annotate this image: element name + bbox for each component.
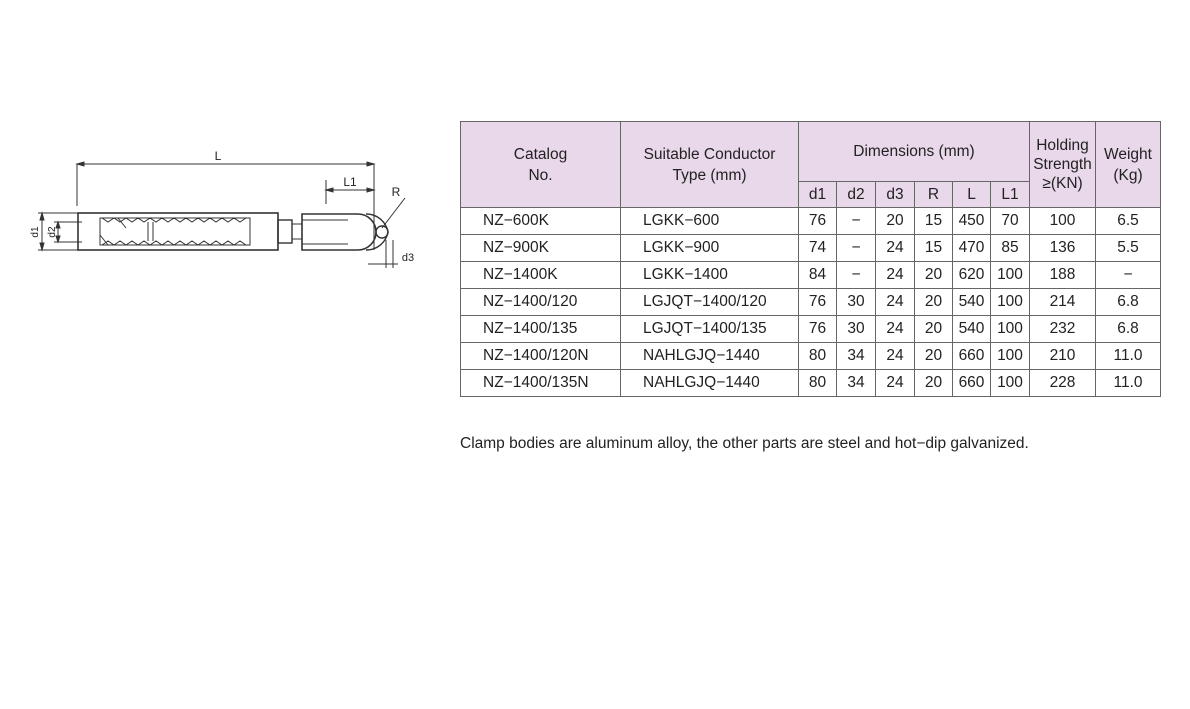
table-cell: 100 [990, 261, 1030, 289]
table-cell: 85 [990, 234, 1030, 262]
table-cell: 24 [875, 288, 915, 316]
table-cell: 74 [798, 234, 837, 262]
table-cell: 620 [952, 261, 991, 289]
table-cell: LGKK−600 [620, 207, 799, 235]
table-cell: 100 [990, 369, 1030, 397]
table-cell: 6.8 [1095, 315, 1161, 343]
table-cell: NAHLGJQ−1440 [620, 342, 799, 370]
table-cell: NZ−1400K [460, 261, 621, 289]
table-cell: 540 [952, 315, 991, 343]
table-cell: NZ−1400/135N [460, 369, 621, 397]
table-cell: 20 [914, 342, 953, 370]
table-cell: 76 [798, 288, 837, 316]
table-cell: 11.0 [1095, 342, 1161, 370]
table-cell: 214 [1029, 288, 1096, 316]
header-d2: d2 [836, 181, 876, 208]
table-cell: 660 [952, 369, 991, 397]
table-cell: − [836, 207, 876, 235]
label-radius: R [392, 185, 401, 199]
header-r: R [914, 181, 953, 208]
clamp-drawing: L L1 R d1 d2 d3 [30, 149, 414, 268]
table-cell: 210 [1029, 342, 1096, 370]
header-d3: d3 [875, 181, 915, 208]
table-cell: 20 [875, 207, 915, 235]
label-d3: d3 [402, 252, 414, 264]
table-cell: 540 [952, 288, 991, 316]
table-cell: 76 [798, 315, 837, 343]
table-cell: 100 [990, 342, 1030, 370]
material-note: Clamp bodies are aluminum alloy, the oth… [460, 435, 1029, 452]
table-cell: 84 [798, 261, 837, 289]
table-cell: 188 [1029, 261, 1096, 289]
table-cell: 76 [798, 207, 837, 235]
table-cell: 470 [952, 234, 991, 262]
table-cell: NZ−1400/120 [460, 288, 621, 316]
table-cell: 450 [952, 207, 991, 235]
table-cell: NZ−600K [460, 207, 621, 235]
table-cell: 15 [914, 234, 953, 262]
table-cell: 660 [952, 342, 991, 370]
table-cell: 15 [914, 207, 953, 235]
table-cell: NZ−1400/120N [460, 342, 621, 370]
header-d1: d1 [798, 181, 837, 208]
table-cell: − [836, 234, 876, 262]
table-cell: 34 [836, 369, 876, 397]
table-cell: NZ−1400/135 [460, 315, 621, 343]
header-l1: L1 [990, 181, 1030, 208]
table-cell: 24 [875, 234, 915, 262]
table-cell: 20 [914, 288, 953, 316]
table-cell: 228 [1029, 369, 1096, 397]
table-cell: 136 [1029, 234, 1096, 262]
table-cell: 20 [914, 315, 953, 343]
table-cell: 6.8 [1095, 288, 1161, 316]
table-cell: LGJQT−1400/120 [620, 288, 799, 316]
table-cell: LGKK−1400 [620, 261, 799, 289]
table-cell: 6.5 [1095, 207, 1161, 235]
table-cell: 24 [875, 342, 915, 370]
label-overall-length: L [215, 149, 222, 163]
header-l: L [952, 181, 991, 208]
table-cell: 100 [1029, 207, 1096, 235]
table-cell: 20 [914, 369, 953, 397]
table-cell: 30 [836, 288, 876, 316]
table-cell: 80 [798, 342, 837, 370]
table-cell: 100 [990, 288, 1030, 316]
table-cell: NAHLGJQ−1440 [620, 369, 799, 397]
table-cell: − [836, 261, 876, 289]
header-weight: Weight(Kg) [1095, 121, 1161, 208]
table-cell: 70 [990, 207, 1030, 235]
table-cell: 24 [875, 369, 915, 397]
table-cell: NZ−900K [460, 234, 621, 262]
table-cell: 30 [836, 315, 876, 343]
table-cell: − [1095, 261, 1161, 289]
table-cell: LGJQT−1400/135 [620, 315, 799, 343]
header-dimensions: Dimensions (mm) [798, 121, 1030, 182]
table-cell: 20 [914, 261, 953, 289]
table-cell: LGKK−900 [620, 234, 799, 262]
label-d2: d2 [47, 226, 58, 238]
table-cell: 100 [990, 315, 1030, 343]
table-cell: 24 [875, 315, 915, 343]
label-d1: d1 [30, 226, 41, 238]
table-cell: 5.5 [1095, 234, 1161, 262]
label-eye-length: L1 [343, 175, 357, 189]
table-cell: 232 [1029, 315, 1096, 343]
table-cell: 34 [836, 342, 876, 370]
table-cell: 24 [875, 261, 915, 289]
table-cell: 80 [798, 369, 837, 397]
table-cell: 11.0 [1095, 369, 1161, 397]
